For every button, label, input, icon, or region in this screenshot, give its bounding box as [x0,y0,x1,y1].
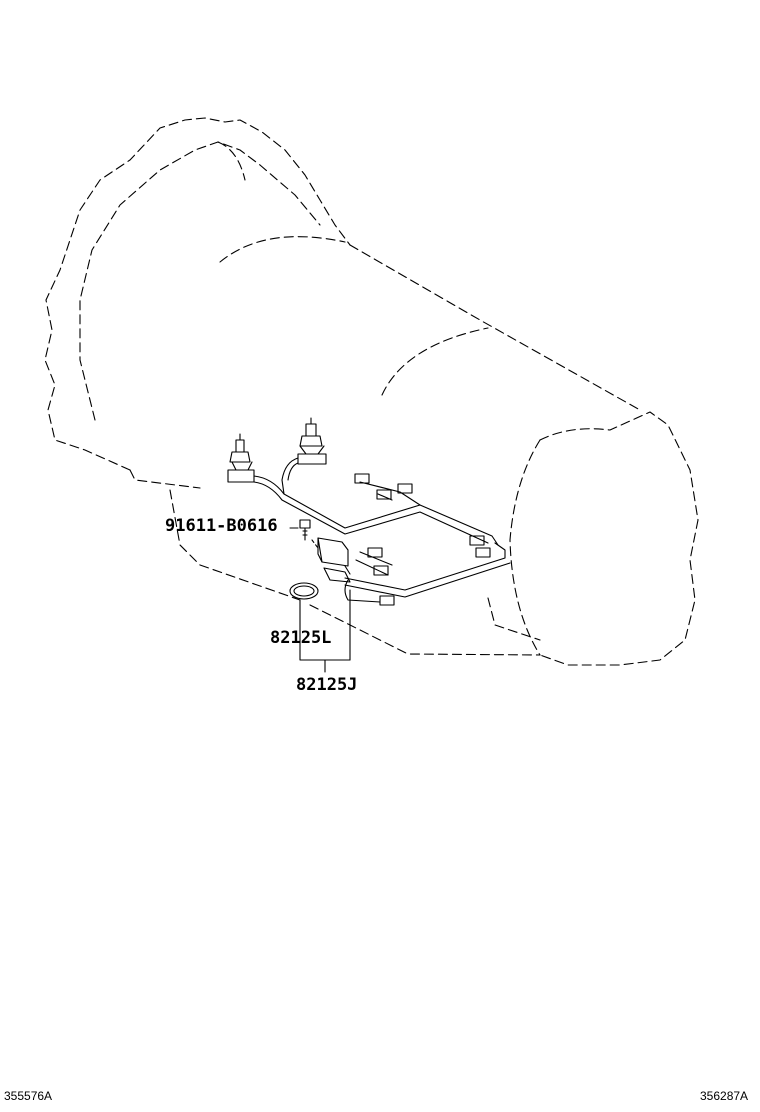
transmission-housing-outline [44,117,699,666]
main-connector-body [317,537,351,583]
solenoid-connector-left [227,433,255,483]
gasket-ring [289,582,319,600]
label-gasket-part-number: 82125L [270,628,332,648]
leader-lines [289,527,351,673]
harness-connectors [354,473,491,606]
footer-code-left: 355576A [4,1089,53,1103]
solenoid-connector-right [297,417,327,465]
label-bolt-part-number: 91611-B0616 [165,516,278,536]
bolt-part [299,519,319,549]
footer-code-right: 356287A [700,1089,749,1103]
wire-harness-loom [253,457,511,603]
label-harness-part-number: 82125J [296,675,358,695]
